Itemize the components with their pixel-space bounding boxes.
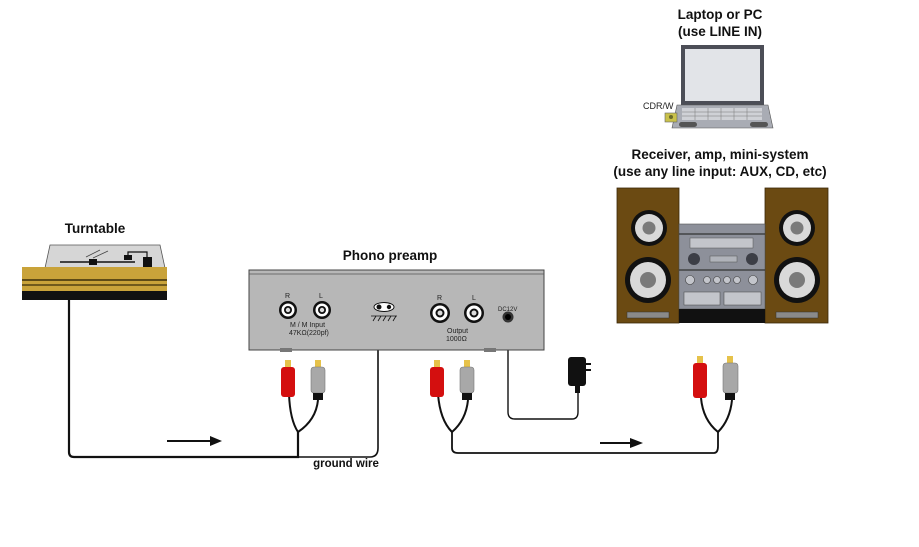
turntable-audio-cable [67, 300, 300, 459]
cdrw-label: CDR/W [643, 101, 674, 111]
rca-plug-icon [281, 360, 326, 433]
receiver-label: Receiver, amp, mini-system (use any line… [595, 146, 845, 180]
laptop-label-line2: (use LINE IN) [677, 24, 762, 39]
turntable-icon [22, 244, 167, 300]
laptop-label-line1: Laptop or PC [677, 7, 763, 22]
power-cable [507, 318, 579, 420]
input-jack-l[interactable] [313, 301, 331, 319]
output-label-line2: 1000Ω [446, 336, 467, 343]
input-label-line2: 47KΩ(220pf) [289, 330, 329, 337]
input-jack-r[interactable] [279, 301, 297, 319]
phono-preamp-icon: R L M / M Input 47KΩ(220pf) R L Output 1… [248, 269, 545, 352]
input-l-label: L [319, 293, 323, 300]
power-adapter-icon [568, 357, 591, 393]
rca-plug-icon [430, 360, 475, 433]
output-label-line1: Output [447, 328, 468, 335]
arrow-right-icon [600, 438, 643, 448]
turntable-label: Turntable [64, 221, 126, 236]
arrow-right-icon [167, 436, 222, 446]
ground-wire [298, 318, 379, 458]
preamp-label: Phono preamp [342, 248, 438, 263]
laptop-icon [664, 45, 774, 129]
rca-plug-icon [693, 356, 739, 433]
output-jack-r[interactable] [430, 303, 450, 323]
output-jack-l[interactable] [464, 303, 484, 323]
laptop-label: Laptop or PC (use LINE IN) [640, 6, 800, 40]
receiver-label-line2: (use any line input: AUX, CD, etc) [613, 164, 827, 179]
dc-label: DC12V [498, 307, 517, 313]
receiver-label-line1: Receiver, amp, mini-system [631, 147, 809, 162]
output-r-label: R [437, 295, 442, 302]
output-l-label: L [472, 295, 476, 302]
ground-wire-label: ground wire [313, 458, 379, 470]
dc-power-jack[interactable] [502, 311, 514, 323]
ground-terminal-icon[interactable] [371, 302, 397, 322]
output-audio-cable [451, 432, 719, 454]
input-label-line1: M / M Input [290, 322, 325, 329]
input-r-label: R [285, 293, 290, 300]
stereo-system-icon [616, 187, 829, 324]
